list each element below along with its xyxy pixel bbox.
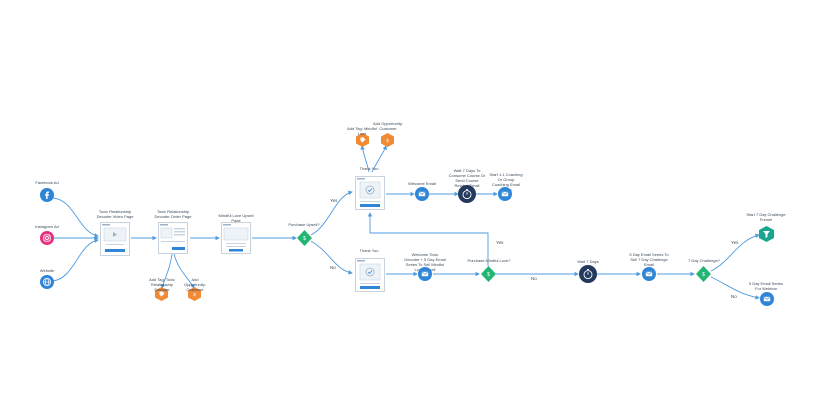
instagram-ads-icon — [40, 231, 54, 245]
connector-order-to-tag1 — [160, 253, 173, 289]
decision-challenge-label: 7 Day Challenge? — [688, 258, 720, 263]
source-instagram[interactable] — [40, 231, 54, 245]
connector-ty-top-to-tag2 — [371, 145, 387, 173]
facebook-ads-icon — [40, 188, 54, 202]
order-tag-1-label: Add Tag: Toxic Relationship Decoder — [149, 277, 175, 292]
start-challenge-funnel[interactable] — [759, 226, 774, 242]
page-thumbnail-icon — [355, 176, 385, 210]
branch-no-challenge: No — [731, 294, 737, 299]
thank-you-top-label: Thank You — [359, 166, 379, 171]
source-website[interactable] — [40, 275, 54, 289]
tag-icon — [356, 133, 369, 147]
wait-7-days[interactable] — [579, 265, 597, 283]
funnel-icon — [759, 226, 774, 242]
order-form-page[interactable] — [158, 222, 188, 254]
connector-ty-top-to-tag1 — [360, 145, 370, 173]
thank-you-bottom-label: Thank You — [359, 248, 379, 253]
decision-icon: $ — [297, 230, 312, 246]
opportunity-icon: $ — [381, 133, 394, 147]
upsell-page[interactable] — [221, 222, 251, 254]
page-thumbnail-icon — [355, 258, 385, 292]
decision-purchase-mindful-love[interactable]: $ — [481, 266, 496, 282]
connector-website-to-sales — [52, 238, 99, 282]
email-welcome-decoder[interactable] — [418, 267, 432, 281]
order-tag-1[interactable] — [155, 287, 168, 301]
decision-upsell-label: Purchase Upsell? — [288, 222, 320, 227]
decision-purchase-upsell[interactable]: $ — [297, 230, 312, 246]
order-tag-2[interactable]: $ — [188, 287, 201, 301]
branch-yes-mindful: Yes — [496, 240, 504, 245]
globe-icon — [40, 275, 54, 289]
upsell-tag-2-label: Add Opportunity: Customer — [372, 121, 404, 131]
order-page-label: Toxic Relationship Decoder Order Page — [154, 209, 192, 219]
email-icon — [760, 292, 774, 306]
page-thumbnail-icon — [158, 222, 188, 254]
svg-text:$: $ — [702, 272, 705, 278]
email-challenge-series-label: 5 Day Email Series To Sell 7 Day Challen… — [629, 252, 669, 267]
connector-facebook-to-sales — [52, 197, 99, 238]
upsell-page-label: Mindful Love Upsell Page — [218, 213, 254, 223]
svg-text:$: $ — [386, 138, 389, 143]
email-webinar-label: 5 Day Email Series For Webinar — [748, 281, 783, 291]
email-icon — [642, 267, 656, 281]
connector-decision-no — [310, 240, 353, 275]
branch-yes-upsell: Yes — [330, 198, 338, 203]
upsell-tag-2[interactable]: $ — [381, 133, 394, 147]
timer-icon — [458, 185, 476, 203]
tag-icon — [155, 287, 168, 301]
page-thumbnail-icon — [100, 222, 130, 256]
page-thumbnail-icon — [221, 222, 251, 254]
opportunity-icon: $ — [188, 287, 201, 301]
email-welcome-label: Welcome Email — [408, 181, 436, 186]
branch-yes-challenge: Yes — [731, 240, 739, 245]
decision-icon: $ — [481, 266, 496, 282]
connector-decision2-yes — [367, 212, 489, 266]
email-icon — [418, 267, 432, 281]
svg-text:$: $ — [487, 272, 490, 278]
decision-mindful-label: Purchase Mindful Love? — [467, 258, 511, 263]
upsell-tag-1[interactable] — [356, 133, 369, 147]
thank-you-bottom-page[interactable] — [355, 258, 385, 292]
svg-text:$: $ — [193, 292, 196, 297]
decision-challenge[interactable]: $ — [696, 266, 711, 282]
order-tag-2-label: Add Opportunity: Customer — [184, 277, 206, 292]
email-coaching[interactable] — [498, 187, 512, 201]
sales-page-label: Toxic Relationship Decoder Video Page — [96, 209, 134, 219]
upsell-tag-1-label: Add Tag: Mindful Love — [347, 126, 377, 136]
thank-you-top-page[interactable] — [355, 176, 385, 210]
sales-video-page[interactable] — [100, 222, 130, 256]
source-facebook[interactable] — [40, 188, 54, 202]
email-icon — [498, 187, 512, 201]
wait-7-label: Wait 7 Days — [577, 259, 599, 264]
source-website-label: Website — [39, 268, 55, 273]
branch-no-upsell: No — [330, 265, 336, 270]
wait-7-days-course[interactable] — [458, 185, 476, 203]
challenge-funnel-label: Start 7 Day Challenge Funnel — [746, 212, 786, 222]
connector-decision3-yes — [710, 233, 760, 272]
email-challenge-series[interactable] — [642, 267, 656, 281]
source-instagram-label: Instagram Ad — [35, 224, 59, 229]
connector-decision3-no — [710, 276, 760, 300]
email-webinar[interactable] — [760, 292, 774, 306]
connector-order-to-tag2 — [173, 253, 195, 289]
connector-decision-yes — [310, 190, 353, 236]
svg-text:$: $ — [303, 236, 306, 242]
branch-no-mindful: No — [531, 276, 537, 281]
email-welcome[interactable] — [415, 187, 429, 201]
email-icon — [415, 187, 429, 201]
decision-icon: $ — [696, 266, 711, 282]
timer-icon — [579, 265, 597, 283]
source-facebook-label: Facebook Ad — [35, 180, 59, 185]
